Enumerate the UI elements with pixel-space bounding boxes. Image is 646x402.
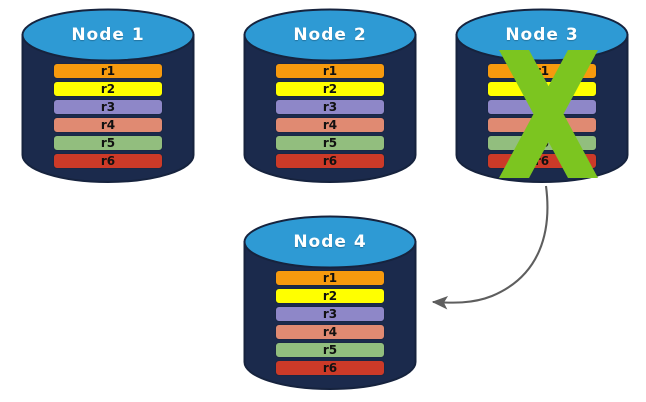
row-r6[interactable]: r6	[275, 360, 385, 376]
row-label: r1	[534, 64, 550, 78]
row-label: r6	[534, 154, 550, 168]
row-label: r5	[534, 136, 550, 150]
row-r5[interactable]: r5	[275, 342, 385, 358]
node-2-rows: r1 r2 r3 r4 r5 r6	[243, 63, 417, 169]
row-r1[interactable]: r1	[487, 63, 597, 79]
row-label: r5	[322, 343, 338, 357]
row-r1[interactable]: r1	[53, 63, 163, 79]
node-4-rows: r1 r2 r3 r4 r5 r6	[243, 270, 417, 376]
row-r2[interactable]: r2	[487, 81, 597, 97]
cylinder-top-ellipse	[21, 8, 195, 62]
row-r4[interactable]: r4	[487, 117, 597, 133]
row-r1[interactable]: r1	[275, 63, 385, 79]
row-label: r3	[322, 307, 338, 321]
row-label: r4	[322, 325, 338, 339]
transfer-arrow-path	[431, 185, 549, 310]
row-r6[interactable]: r6	[53, 153, 163, 169]
row-label: r6	[322, 154, 338, 168]
row-r5[interactable]: r5	[487, 135, 597, 151]
row-r3[interactable]: r3	[275, 306, 385, 322]
row-r4[interactable]: r4	[275, 117, 385, 133]
row-r4[interactable]: r4	[53, 117, 163, 133]
row-label: r5	[322, 136, 338, 150]
row-label: r2	[100, 82, 116, 96]
row-r1[interactable]: r1	[275, 270, 385, 286]
row-label: r1	[322, 64, 338, 78]
row-label: r2	[534, 82, 550, 96]
node-1-rows: r1 r2 r3 r4 r5 r6	[21, 63, 195, 169]
row-label: r2	[322, 82, 338, 96]
row-r2[interactable]: r2	[275, 288, 385, 304]
row-label: r3	[534, 100, 550, 114]
cylinder-top-ellipse	[455, 8, 629, 62]
row-label: r3	[322, 100, 338, 114]
row-label: r5	[100, 136, 116, 150]
row-label: r4	[322, 118, 338, 132]
row-label: r4	[534, 118, 550, 132]
row-label: r2	[322, 289, 338, 303]
row-r6[interactable]: r6	[275, 153, 385, 169]
row-r2[interactable]: r2	[53, 81, 163, 97]
cylinder-top-ellipse	[243, 8, 417, 62]
row-r3[interactable]: r3	[487, 99, 597, 115]
row-label: r4	[100, 118, 116, 132]
row-r6[interactable]: r6	[487, 153, 597, 169]
row-r5[interactable]: r5	[275, 135, 385, 151]
row-r3[interactable]: r3	[53, 99, 163, 115]
cylinder-top-ellipse	[243, 215, 417, 269]
row-r3[interactable]: r3	[275, 99, 385, 115]
row-label: r6	[322, 361, 338, 375]
row-r4[interactable]: r4	[275, 324, 385, 340]
row-label: r1	[100, 64, 116, 78]
row-label: r1	[322, 271, 338, 285]
row-r2[interactable]: r2	[275, 81, 385, 97]
row-label: r3	[100, 100, 116, 114]
node-3-rows: r1 r2 r3 r4 r5 r6	[455, 63, 629, 169]
row-label: r6	[100, 154, 116, 168]
row-r5[interactable]: r5	[53, 135, 163, 151]
